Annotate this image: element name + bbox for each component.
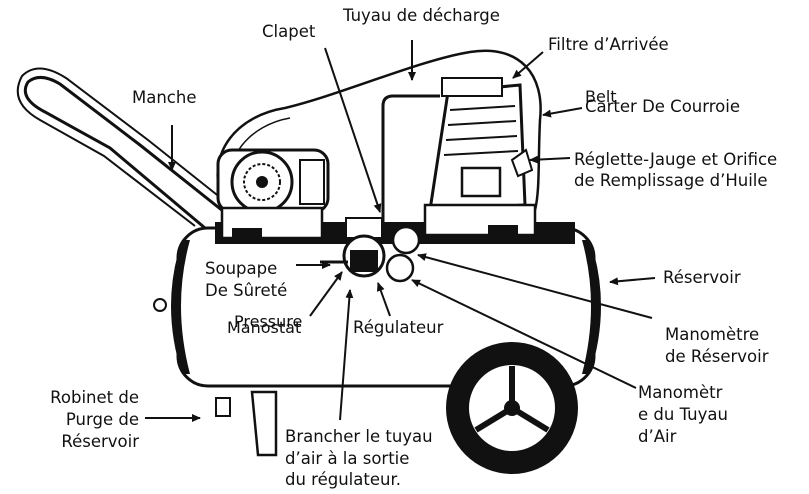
label-soupape-line2: De Sûreté [205, 281, 288, 300]
label-belt: Belt [585, 87, 617, 106]
label-manometre-res-line1: Manomètre [665, 325, 760, 344]
label-brancher-line1: Brancher le tuyau [285, 427, 433, 446]
label-manometre-air-line2: e du Tuyau [638, 405, 728, 424]
label-robinet-line1: Robinet de [50, 388, 139, 407]
label-regulateur: Régulateur [353, 318, 444, 337]
handle [16, 67, 237, 230]
label-filtre-arrivee: Filtre d’Arrivée [548, 35, 669, 54]
label-manche: Manche [132, 88, 197, 107]
label-manostat: Manostat [227, 318, 302, 337]
label-tuyau-decharge: Tuyau de décharge [343, 6, 500, 25]
label-reglette-line1: Réglette-Jauge et Orifice [574, 150, 778, 169]
discharge-tube [381, 94, 440, 228]
label-manometre-air-line3: d’Air [638, 427, 677, 446]
regulator-assembly [320, 217, 421, 283]
leader-lines [145, 40, 656, 422]
label-brancher-line3: du régulateur. [285, 470, 401, 489]
pump [423, 77, 537, 237]
foot-and-drain [215, 390, 278, 457]
motor [216, 148, 330, 240]
label-carter-courroie: Carter De Courroie [585, 97, 740, 116]
label-soupape-line1: Soupape [205, 259, 278, 278]
wheel [446, 342, 578, 474]
label-manometre-res-line2: de Réservoir [665, 347, 769, 366]
label-manometre-air-line1: Manomètr [638, 383, 723, 402]
label-robinet-line3: Réservoir [61, 432, 139, 451]
label-pressure: Pressure [234, 312, 303, 331]
label-brancher-line2: d’air à la sortie [285, 449, 410, 468]
label-reglette-line2: de Remplissage d’Huile [574, 171, 768, 190]
label-clapet: Clapet [262, 22, 316, 41]
label-reservoir: Réservoir [663, 268, 741, 287]
belt-guard [216, 49, 542, 211]
label-robinet-line2: Purge de [65, 410, 139, 429]
